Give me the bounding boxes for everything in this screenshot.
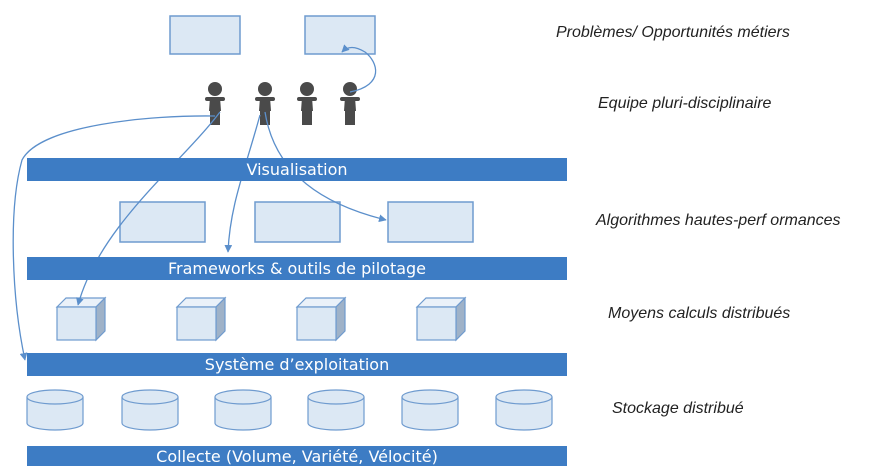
label-problemes: Problèmes/ Opportunités métiers [556,24,790,41]
cube-icon [56,297,106,341]
algorithm-box [387,201,474,243]
connector-arrow [264,111,387,223]
database-icon [307,389,365,431]
database-icon [26,389,84,431]
problem-box [304,15,376,55]
connector-arrow [224,114,261,253]
operating-system-bar: Système d’exploitation [27,353,567,376]
label-algorithmes: Algorithmes hautes-perf ormances [596,212,841,229]
connector-arrow [12,115,216,361]
database-icon [495,389,553,431]
label-moyens: Moyens calculs distribués [608,305,791,322]
algorithm-box [254,201,341,243]
database-icon [401,389,459,431]
database-icon [121,389,179,431]
label-equipe: Equipe pluri-disciplinaire [598,95,772,112]
visualisation-bar: Visualisation [27,158,567,181]
problem-box [169,15,241,55]
frameworks-bar: Frameworks & outils de pilotage [27,257,567,280]
database-icon [214,389,272,431]
label-stockage: Stockage distribué [612,400,744,417]
connector-arrow [341,44,377,93]
person-icon [340,82,360,125]
cube-icon [416,297,466,341]
collecte-bar: Collecte (Volume, Variété, Vélocité) [27,446,567,466]
person-icon [255,82,275,125]
algorithm-box [119,201,206,243]
person-icon [297,82,317,125]
cube-icon [296,297,346,341]
cube-icon [176,297,226,341]
